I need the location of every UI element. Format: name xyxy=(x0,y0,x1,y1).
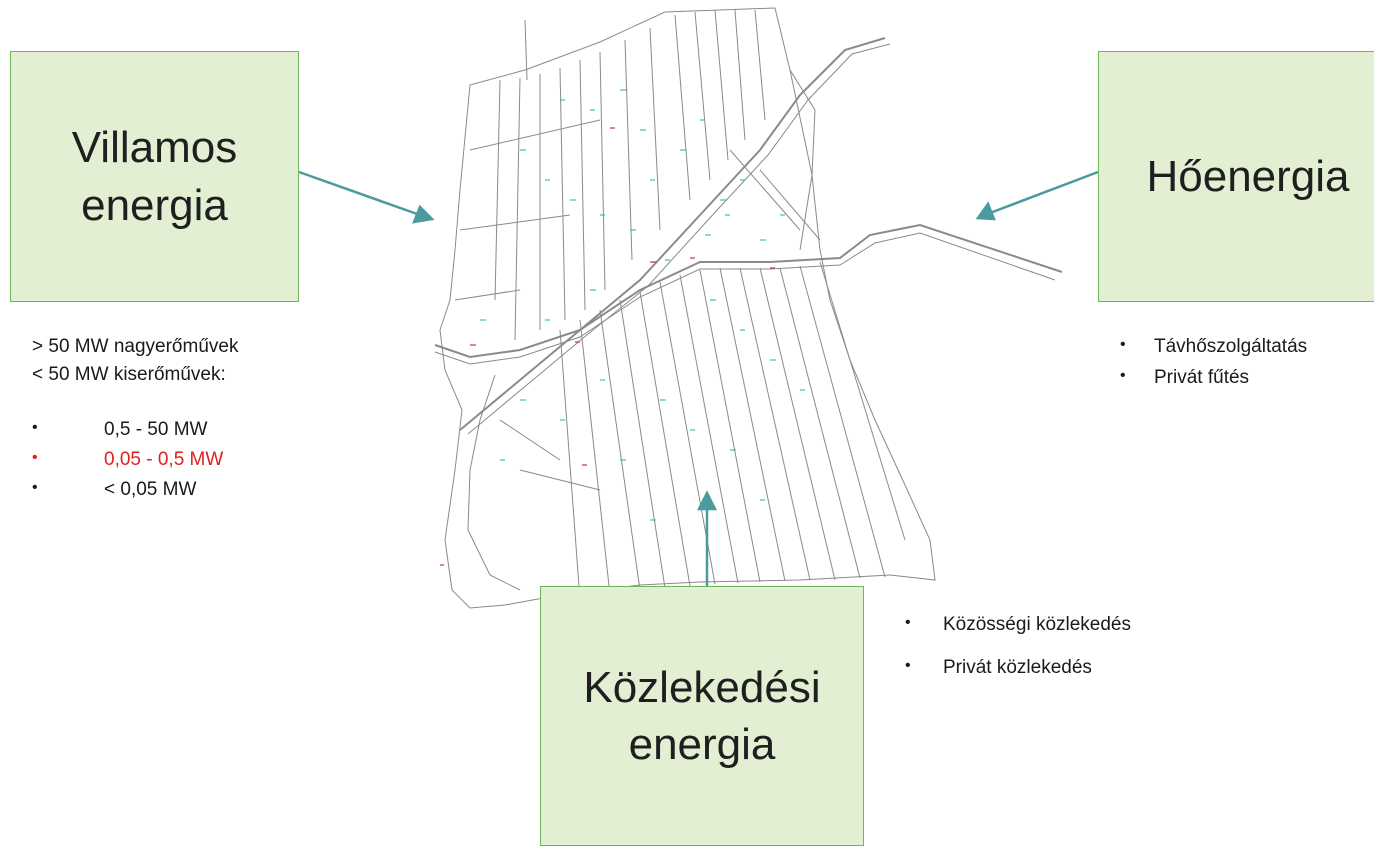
box-hoenergia: Hőenergia xyxy=(1098,51,1374,302)
bullet-text: 0,05 - 0,5 MW xyxy=(104,449,224,470)
building-markers xyxy=(440,89,805,566)
list-item: • < 0,05 MW xyxy=(32,479,292,509)
arrows xyxy=(298,170,1099,586)
list-item: • 0,5 - 50 MW xyxy=(32,419,292,449)
bullet-text: 0,5 - 50 MW xyxy=(104,419,208,440)
list-item: • Privát közlekedés xyxy=(905,657,1205,687)
arrow-hoenergia xyxy=(989,170,1099,215)
arrowhead-kozlekedesi-icon xyxy=(696,490,718,511)
main-road xyxy=(434,223,1063,359)
box-villamos-energia: Villamos energia xyxy=(10,51,299,302)
villamos-line-2: < 50 MW kiserőművek: xyxy=(32,364,226,385)
list-item: • Közösségi közlekedés xyxy=(905,614,1205,657)
villamos-bullets: • 0,5 - 50 MW • 0,05 - 0,5 MW • < 0,05 M… xyxy=(32,419,292,509)
kozlekedesi-bullets: • Közösségi közlekedés • Privát közleked… xyxy=(905,614,1205,687)
list-item: • 0,05 - 0,5 MW xyxy=(32,449,292,479)
map-outline xyxy=(439,7,936,609)
bullet-icon: • xyxy=(905,614,911,631)
arrowhead-villamos-icon xyxy=(412,204,435,224)
bullet-icon: • xyxy=(905,657,911,674)
bullet-text: Távhőszolgáltatás xyxy=(1154,336,1308,357)
bullet-icon: • xyxy=(1120,336,1126,353)
villamos-line-1: > 50 MW nagyerőművek xyxy=(32,336,239,357)
bullet-text: < 0,05 MW xyxy=(104,479,197,500)
diagonal-road xyxy=(459,37,886,431)
bullet-icon: • xyxy=(32,419,38,436)
bullet-text: Közösségi közlekedés xyxy=(943,614,1131,635)
arrow-villamos xyxy=(298,170,421,217)
bullet-icon: • xyxy=(32,449,38,466)
bullet-text: Privát fűtés xyxy=(1154,367,1250,388)
bullet-icon: • xyxy=(1120,367,1126,384)
bullet-icon: • xyxy=(32,479,38,496)
villamos-info: > 50 MW nagyerőművek < 50 MW kiserőművek… xyxy=(32,333,238,389)
arrowhead-hoenergia-icon xyxy=(975,201,996,221)
hoenergia-bullets: • Távhőszolgáltatás • Privát fűtés xyxy=(1120,336,1374,397)
box-kozlekedesi-energia: Közlekedési energia xyxy=(540,586,864,846)
list-item: • Privát fűtés xyxy=(1120,367,1374,397)
bullet-text: Privát közlekedés xyxy=(943,657,1092,678)
list-item: • Távhőszolgáltatás xyxy=(1120,336,1374,367)
